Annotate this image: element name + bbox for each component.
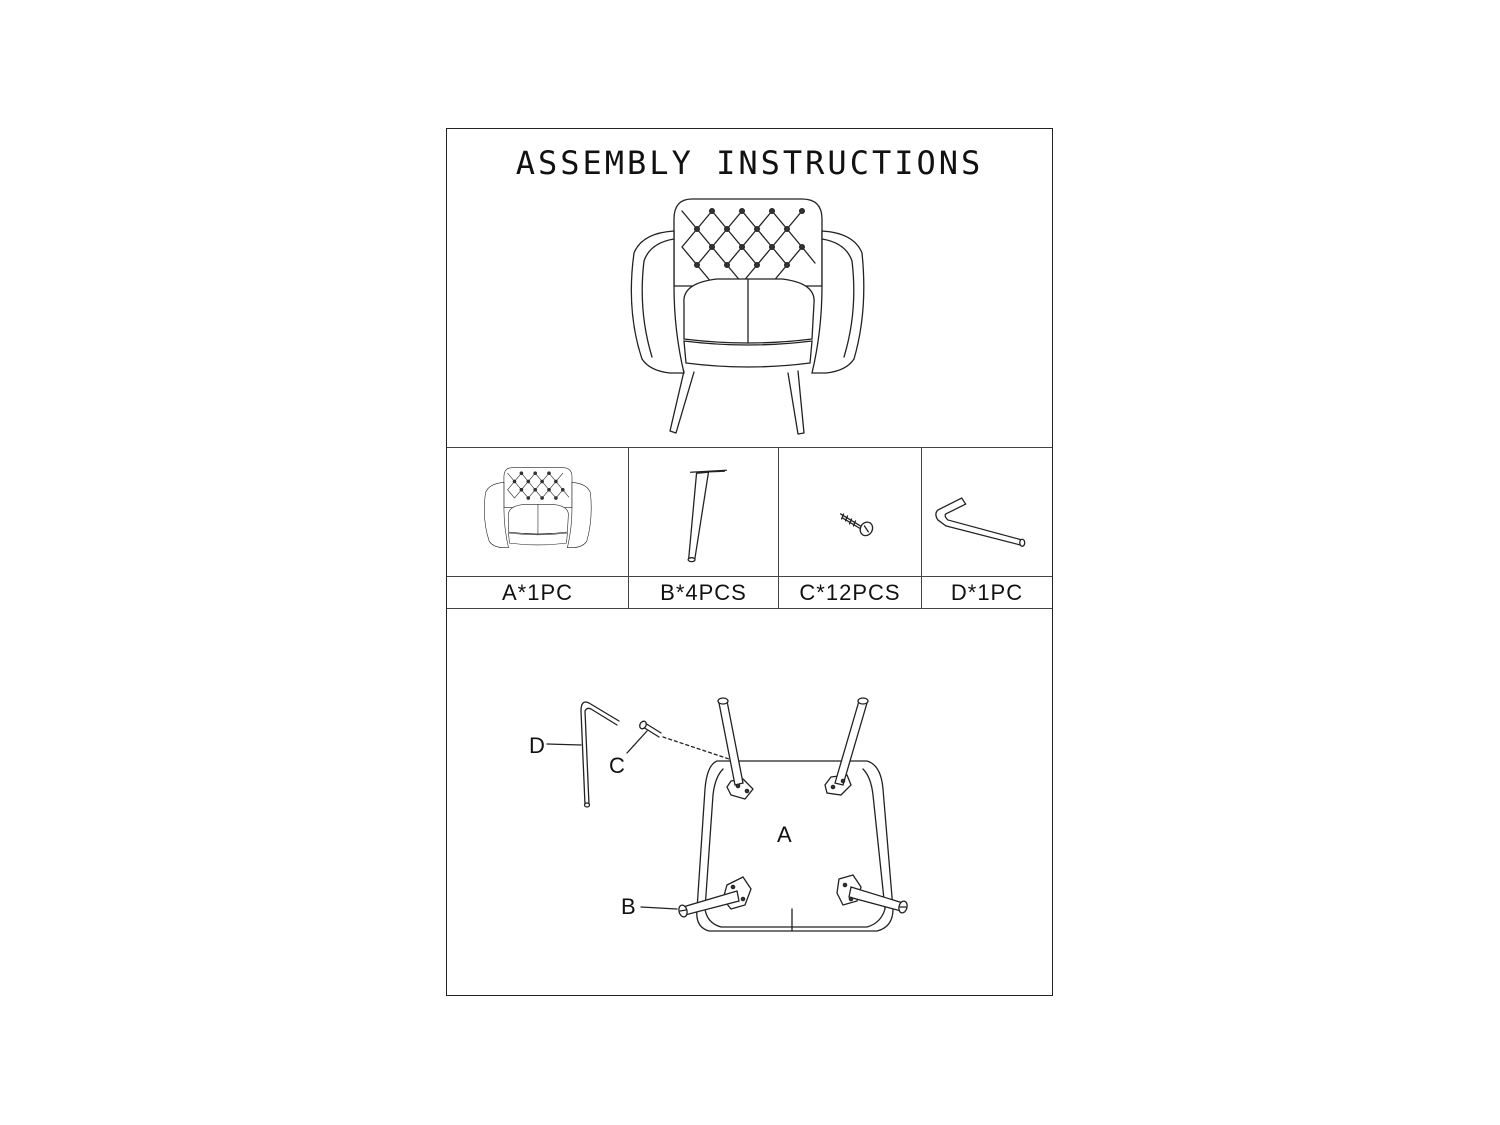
part-b-caption: B*4PCS <box>629 576 778 608</box>
page-title: ASSEMBLY INSTRUCTIONS <box>515 144 984 182</box>
diagram-label-a: A <box>777 822 792 847</box>
part-a-cell: A*1PC <box>447 448 628 608</box>
diagram-label-c: C <box>609 753 625 778</box>
bolt-icon <box>839 513 874 537</box>
chair-leg-icon <box>687 469 727 563</box>
diagram-label-b: B <box>621 894 636 919</box>
diagram-label-d: D <box>529 733 545 758</box>
part-c-cell: C*12PCS <box>778 448 921 608</box>
assembled-chair-illustration <box>630 198 865 435</box>
part-d-cell: D*1PC <box>921 448 1052 608</box>
instruction-sheet: ASSEMBLY INSTRUCTIONS <box>446 128 1053 996</box>
part-c-caption: C*12PCS <box>779 576 921 608</box>
part-d-caption: D*1PC <box>922 576 1052 608</box>
chair-body-icon <box>484 467 592 549</box>
parts-list: A*1PC B*4PCS C*12PCS <box>447 447 1052 609</box>
part-b-cell: B*4PCS <box>628 448 778 608</box>
allen-key-icon <box>935 497 1026 547</box>
assembly-diagram: D C A B <box>447 609 1052 995</box>
part-a-caption: A*1PC <box>447 576 628 608</box>
upside-down-chair-illustration <box>546 697 908 932</box>
